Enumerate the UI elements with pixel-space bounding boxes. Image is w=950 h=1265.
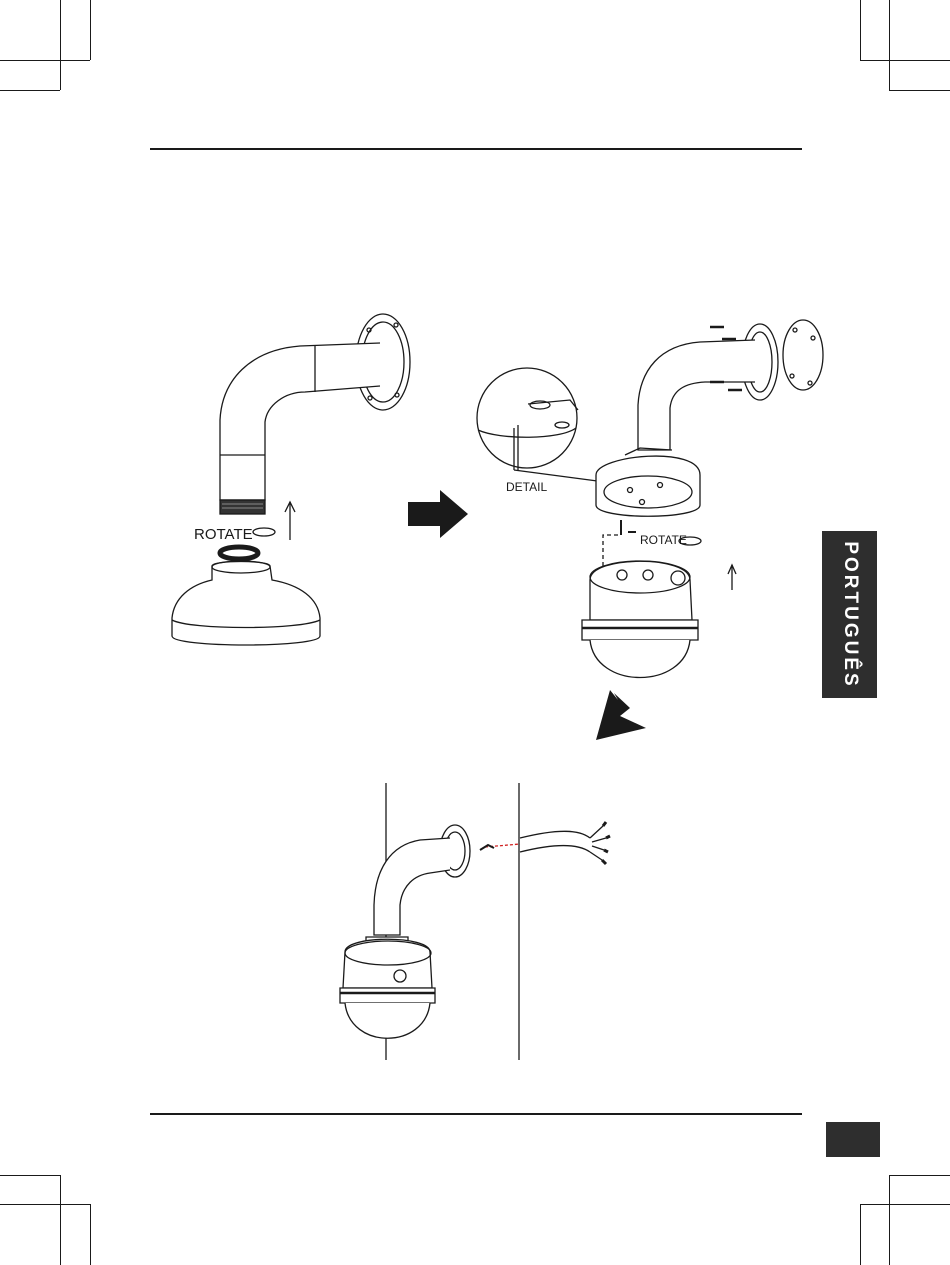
gasket-ring (220, 547, 258, 559)
dome-camera-step2 (582, 561, 698, 678)
detail-bubble (477, 368, 620, 484)
wall-bracket-step1 (220, 314, 410, 514)
up-arrow-step2 (728, 565, 736, 590)
rotate-label-step1: ROTATE (194, 526, 253, 543)
detail-label: DETAIL (506, 480, 547, 494)
step-arrow-right (408, 490, 468, 538)
rotate-label-step2: ROTATE (640, 533, 687, 547)
cable-bundle (520, 822, 610, 864)
mounting-cap-step2 (596, 448, 700, 516)
step-arrow-down (596, 690, 646, 740)
mounting-cap-step1 (172, 561, 320, 645)
wall-bracket-step2 (638, 320, 823, 450)
assembled-camera-step3 (340, 825, 470, 1038)
